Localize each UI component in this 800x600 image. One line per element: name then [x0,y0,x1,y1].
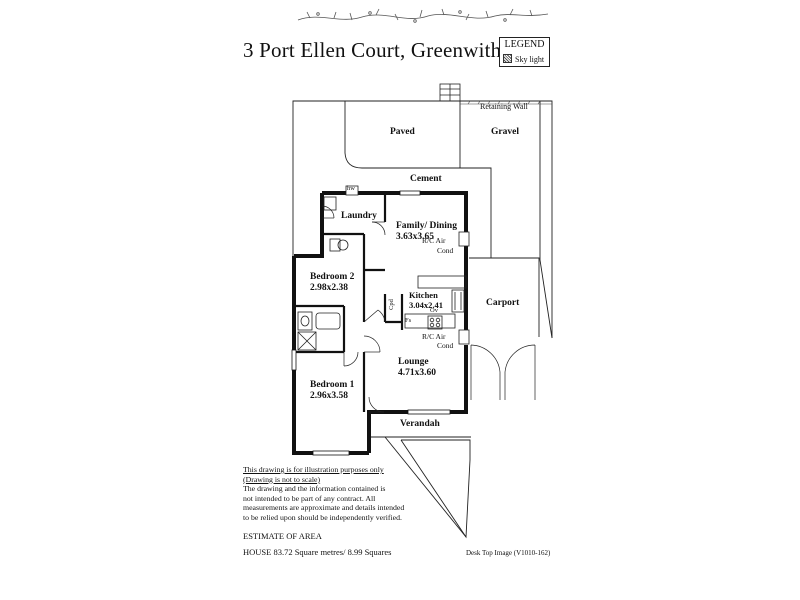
cond-label-2: Cond [437,341,454,350]
laundry-label: Laundry [341,211,377,221]
note-line-3: The drawing and the information containe… [243,484,386,494]
legend-title: LEGEND [504,39,545,50]
bedroom-2-room: Bedroom 2 2.98x2.38 [310,272,354,293]
cooktop [427,315,443,330]
oven-label: Ov [430,307,438,314]
bath [315,312,341,330]
hot-water-label: hw [347,185,355,192]
kitchen-label: Kitchen [409,290,438,300]
skylight-icon [503,54,512,63]
note-line-6: to be relied upon should be independentl… [243,512,402,522]
legend: LEGEND Sky light [499,37,550,67]
house-area: HOUSE 83.72 Square metres/ 8.99 Squares [243,547,392,557]
paved-label: Paved [390,127,415,137]
rc-air-label-2: R/C Air [422,332,446,341]
carport-label: Carport [486,298,520,308]
kitchen-bench-lower [404,313,456,329]
laundry-trough [323,196,337,211]
family-dining-label: Family/ Dining [396,221,457,231]
interior-walls [296,195,404,412]
legend-skylight-row: Sky light [503,54,544,64]
door-swings [321,205,536,413]
property-boundary [292,100,553,539]
retaining-wall-label: Retaining Wall [480,102,528,111]
air-conditioner-2 [458,329,470,345]
bedroom-2-label: Bedroom 2 [310,272,355,282]
cement-label: Cement [410,174,442,184]
note-line-4: not intended to be part of any contract.… [243,493,376,503]
note-line-5: measurements are approximate and details… [243,503,405,513]
bedroom-1-label: Bedroom 1 [310,380,355,390]
cond-label-1: Cond [437,246,454,255]
lounge-label: Lounge [398,357,429,367]
rc-air-label-1: R/C Air [422,236,446,245]
gravel-label: Gravel [491,127,519,137]
lounge-room: Lounge 4.71x3.60 [398,357,436,378]
basin [300,315,310,327]
bedroom-2-size: 2.98x2.38 [310,283,348,293]
bedroom-1-room: Bedroom 1 2.96x3.58 [310,380,354,401]
skylight-vent [439,83,461,102]
area-estimate-title: ESTIMATE OF AREA [243,531,322,541]
toilet-bowl [337,239,349,251]
page-title: 3 Port Ellen Court, Greenwith [243,38,502,62]
disclaimer-notes: This drawing is for illustration purpose… [243,465,443,523]
family-dining-size: 3.63x3.65 [396,232,434,242]
image-reference: Desk Top Image (V1010-162) [466,549,551,557]
kitchen-room: Kitchen 3.04x2.41 [409,290,443,311]
fridge-space-label: Fs [405,317,412,324]
fixtures [297,185,470,351]
toilet-cistern [329,238,341,252]
legend-skylight-label: Sky light [515,55,545,64]
retaining-wall [460,100,552,105]
kitchen-size: 3.04x2.41 [409,300,443,310]
hot-water-service [345,185,359,196]
kitchen-bench-top [417,275,467,289]
family-dining-room: Family/ Dining 3.63x3.65 [396,221,457,242]
kitchen-sink [451,289,465,313]
lounge-size: 4.71x3.60 [398,368,436,378]
decorative-vine [297,8,549,23]
note-line-1: This drawing is for illustration purpose… [243,465,384,474]
cupboard-label: Cpd [388,299,395,310]
air-conditioner-1 [458,231,470,247]
bedroom-1-size: 2.96x3.58 [310,391,348,401]
verandah-label: Verandah [400,419,440,429]
shower [297,331,317,351]
windows [291,190,451,456]
vanity [297,311,313,331]
note-line-2: (Drawing is not to scale) [243,474,321,484]
